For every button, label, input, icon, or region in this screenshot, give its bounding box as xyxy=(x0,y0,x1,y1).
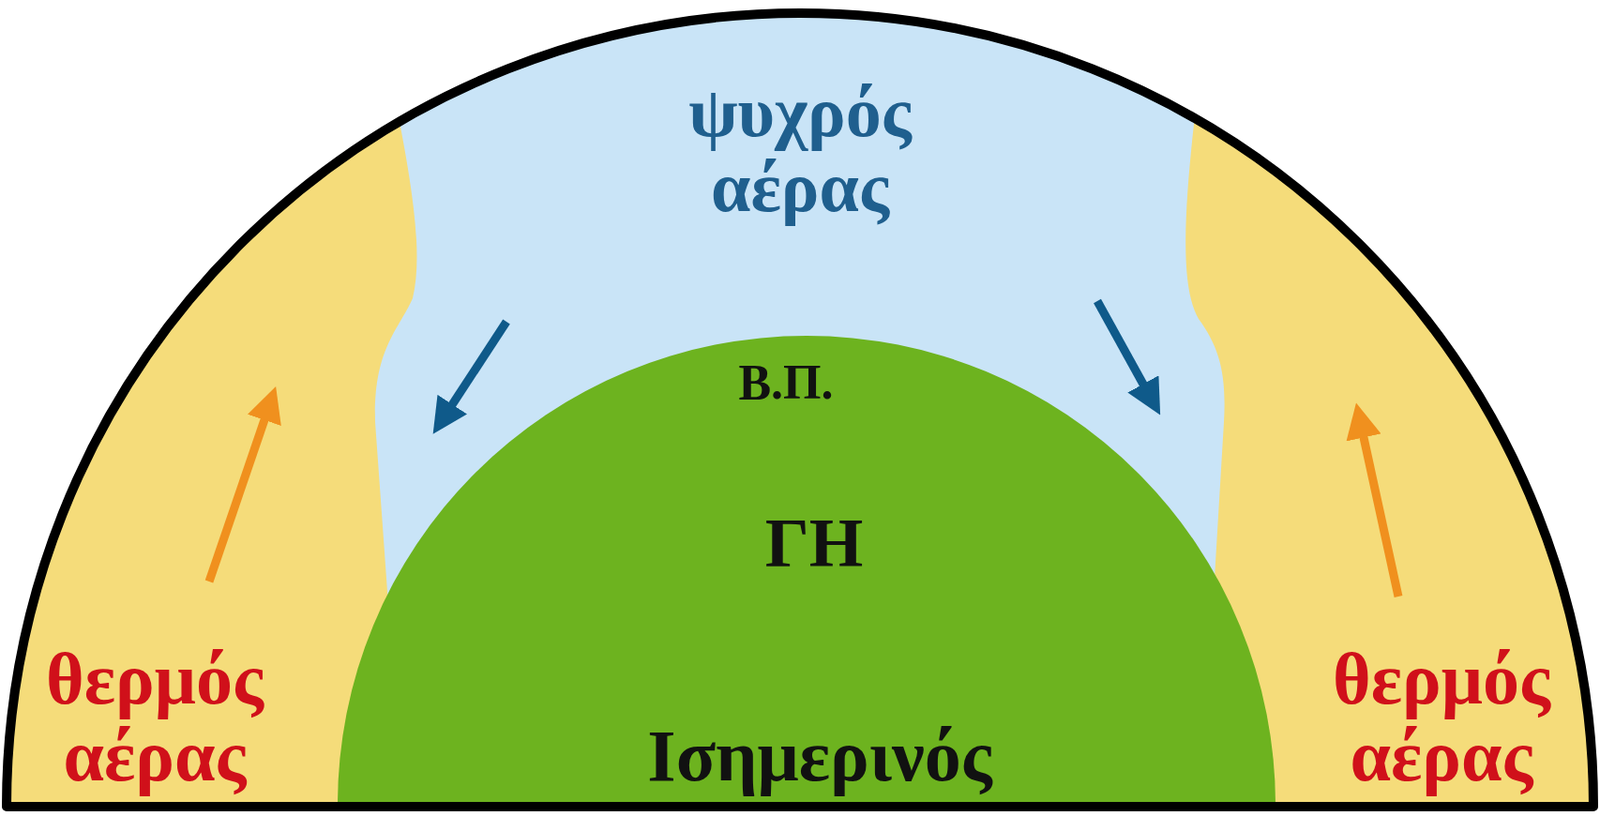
warm-air-label: θερμός αέρας xyxy=(38,633,272,802)
earth-fill xyxy=(337,335,1276,802)
cold-air-label: ψυχρός αέρας xyxy=(680,67,920,233)
air-label: θερμός αέρας xyxy=(1332,640,1551,795)
air-label: θερμός αέρας xyxy=(45,640,264,795)
air-label: ψυχρός αέρας xyxy=(688,75,912,226)
warm-air-label: θερμός αέρας xyxy=(1325,633,1558,802)
cold-air-arrow xyxy=(1097,301,1152,400)
warm-air-arrow xyxy=(209,403,271,582)
earth-shape: Β.Π. ΓΗ Ισημερινός xyxy=(337,335,1276,802)
atmosphere-outline xyxy=(6,13,1594,807)
earth-label: Β.Π. xyxy=(738,357,833,409)
earth-label: Ισημερινός xyxy=(647,717,992,795)
warm-air-arrow xyxy=(1359,420,1399,597)
earth-label: ΓΗ xyxy=(765,507,864,581)
cold-air-arrow xyxy=(442,321,507,420)
warm-air-region xyxy=(6,13,1594,807)
